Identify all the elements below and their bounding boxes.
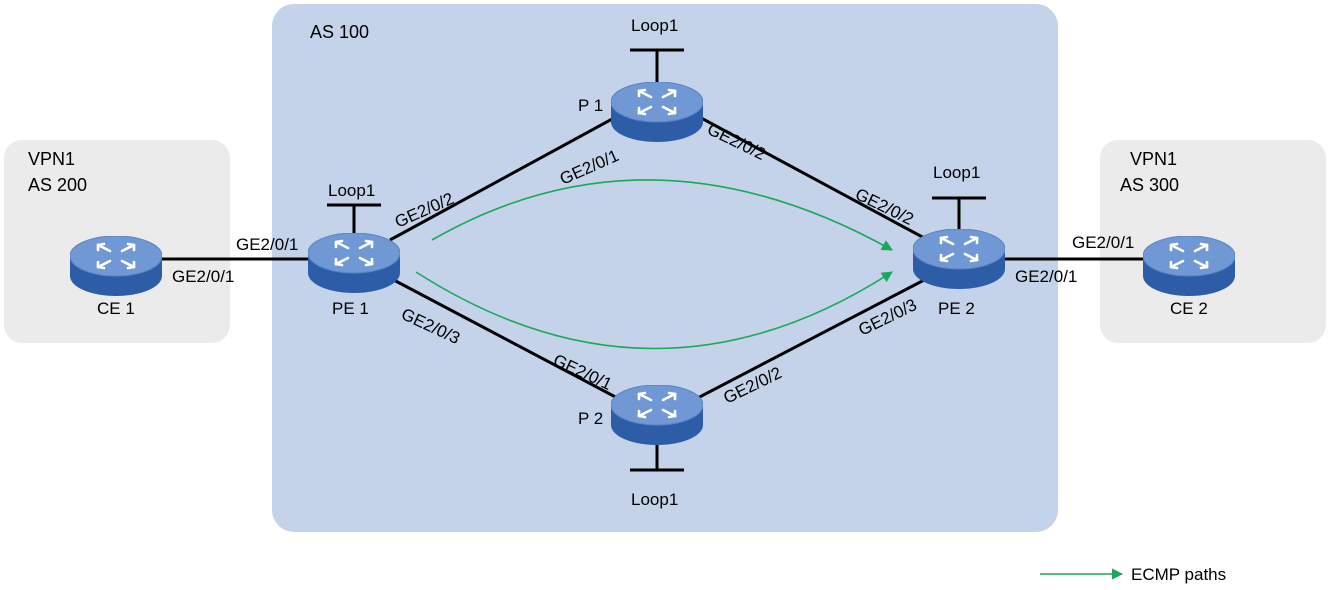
legend-ecmp-label: ECMP paths (1131, 565, 1226, 584)
interface-label-ce1-pe1: GE2/0/1 (172, 267, 234, 286)
device-label-ce2: CE 2 (1170, 299, 1208, 318)
ecmp-path-upper (431, 179, 893, 251)
device-label-p2: P 2 (578, 409, 603, 428)
interface-label-pe2-ce2: GE2/0/1 (1015, 267, 1077, 286)
interface-label-pe1-ce1: GE2/0/1 (236, 235, 298, 254)
link-p1-pe2 (689, 110, 929, 242)
loopback-label-pe2: Loop1 (933, 163, 980, 182)
loopback-label-pe1: Loop1 (328, 181, 375, 200)
router-icon-pe2[interactable] (913, 229, 1005, 291)
as100-region (272, 4, 1058, 532)
links (150, 110, 1160, 404)
router-icon-ce1[interactable] (70, 236, 162, 298)
link-pe1-p2 (389, 276, 626, 404)
ecmp-paths (415, 179, 893, 350)
router-icon-pe1[interactable] (308, 233, 400, 295)
legend: ECMP paths (1040, 565, 1226, 584)
loopback-label-p2: Loop1 (631, 490, 678, 509)
vpn-left-label-line2: AS 200 (28, 175, 87, 195)
loopback-label-p1: Loop1 (631, 16, 678, 35)
device-label-ce1: CE 1 (97, 299, 135, 318)
link-pe1-p1 (389, 110, 626, 242)
link-p2-pe2 (689, 276, 929, 404)
device-label-pe1: PE 1 (332, 299, 369, 318)
as100-label: AS 100 (310, 22, 369, 42)
device-label-pe2: PE 2 (938, 299, 975, 318)
router-icon-p1[interactable] (611, 82, 703, 144)
vpn-right-label-line2: AS 300 (1120, 175, 1179, 195)
router-icon-ce2[interactable] (1143, 236, 1235, 298)
loopbacks (327, 48, 986, 472)
interface-label-ce2-pe2: GE2/0/1 (1072, 233, 1134, 252)
device-label-p1: P 1 (578, 96, 603, 115)
vpn-right-label-line1: VPN1 (1130, 149, 1177, 169)
ecmp-path-lower (415, 271, 893, 350)
vpn-left-label-line1: VPN1 (28, 149, 75, 169)
router-icon-p2[interactable] (611, 385, 703, 447)
